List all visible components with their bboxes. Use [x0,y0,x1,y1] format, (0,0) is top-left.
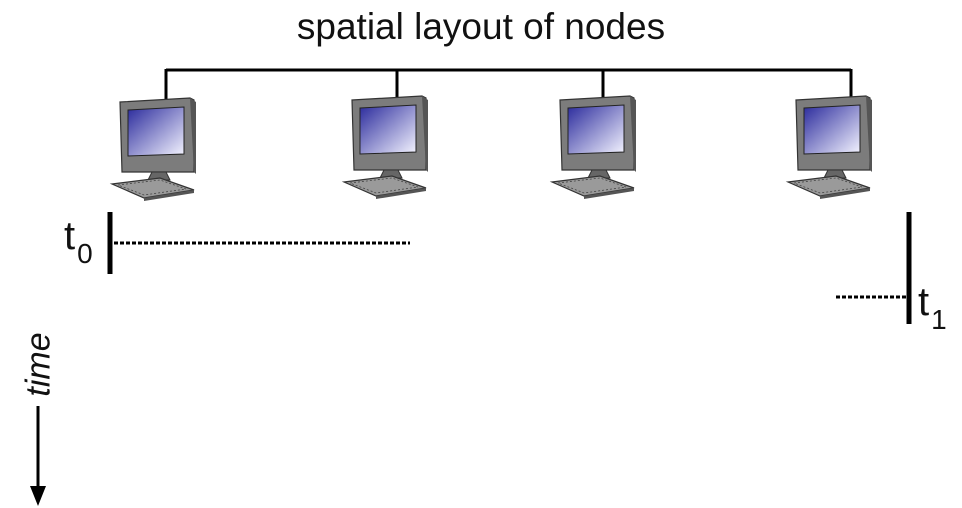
time-axis-label: time [19,332,58,397]
diagram-title: spatial layout of nodes [296,6,666,47]
node-2-computer-icon [343,95,429,200]
node-4-computer-icon [787,95,873,200]
marker-t1: t1 [918,280,947,335]
marker-t0: t0 [64,214,93,269]
time-arrow [30,406,46,506]
network-bus [164,68,853,100]
node-3-computer-icon [551,95,637,200]
node-1-computer-icon [111,97,197,202]
